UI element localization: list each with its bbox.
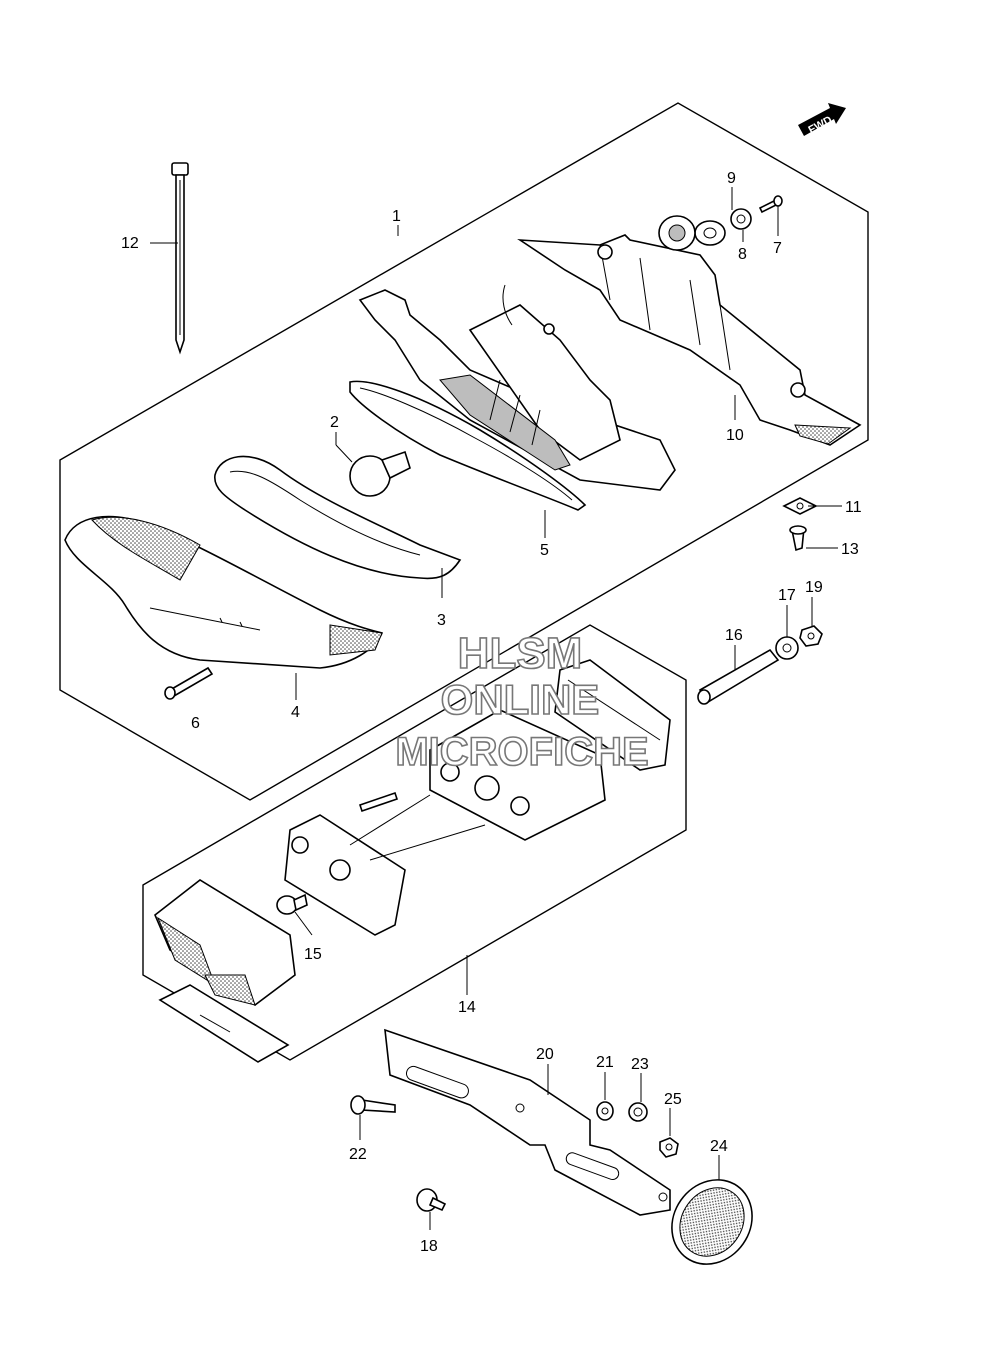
lens-part [64,515,384,669]
svg-text:ONLINE: ONLINE [441,676,600,723]
assembly-outline-1 [59,102,869,801]
reflector-part [214,455,462,580]
watermark: HLSM ONLINE MICROFICHE [395,628,650,775]
callout-8: 8 [738,246,747,263]
nut-part-25 [659,1137,679,1158]
bracket-part [517,234,862,446]
screw-part-6 [164,666,214,700]
collar-nut-part-23 [628,1102,648,1122]
bolt-part-22 [350,1095,396,1115]
gasket-part [349,380,587,511]
callout-25: 25 [664,1091,682,1108]
callout-6: 6 [191,715,200,732]
callout-16: 16 [725,627,743,644]
lamp-housing-part [358,284,676,491]
callout-9: 9 [727,170,736,187]
small-screw-part [358,791,399,813]
callout-18: 18 [420,1238,438,1255]
callout-5: 5 [540,542,549,559]
nut-part-19 [799,625,823,647]
license-lamp-base-part [284,794,486,936]
reflector-plate-part [158,984,290,1063]
callout-20: 20 [536,1046,554,1063]
license-lamp-lens-part [554,659,671,771]
round-reflector-part [671,1179,753,1265]
screw-part-13 [789,525,807,552]
washer-part-21 [596,1101,614,1121]
screw-part-7 [758,195,783,214]
callout-19: 19 [805,579,823,596]
svg-text:HLSM: HLSM [458,629,583,678]
svg-text:MICROFICHE: MICROFICHE [395,730,648,774]
pin-part-18 [416,1188,447,1212]
callout-23: 23 [631,1056,649,1073]
callout-11: 11 [845,499,862,516]
grommet-part [658,215,726,251]
svg-text:FWD: FWD [806,114,834,136]
callout-15: 15 [304,946,322,963]
washer-part-8 [730,208,752,230]
cable-tie-part [171,162,189,355]
callout-17: 17 [778,587,796,604]
callout-3: 3 [437,612,446,629]
callout-12: 12 [121,235,139,252]
leader-lines [150,187,842,1230]
callout-7: 7 [773,240,782,257]
callout-4: 4 [291,704,300,721]
callout-2: 2 [330,414,339,431]
rear-reflector-housing-part [154,879,296,1006]
assembly-outline-14 [142,624,687,1061]
callout-24: 24 [710,1138,728,1155]
callout-22: 22 [349,1146,367,1163]
collar-part [697,648,780,705]
license-lamp-housing-part [429,709,606,841]
callout-14: 14 [458,999,476,1016]
callout-10: 10 [726,427,744,444]
license-bracket-part [384,1028,671,1216]
callout-13: 13 [841,541,859,558]
bulb-part [349,450,411,497]
washer-part-17 [775,636,799,660]
fwd-arrow-icon: FWD [798,103,846,136]
small-bulb-part [276,893,308,915]
callout-21: 21 [596,1054,614,1071]
callout-1: 1 [392,208,401,225]
